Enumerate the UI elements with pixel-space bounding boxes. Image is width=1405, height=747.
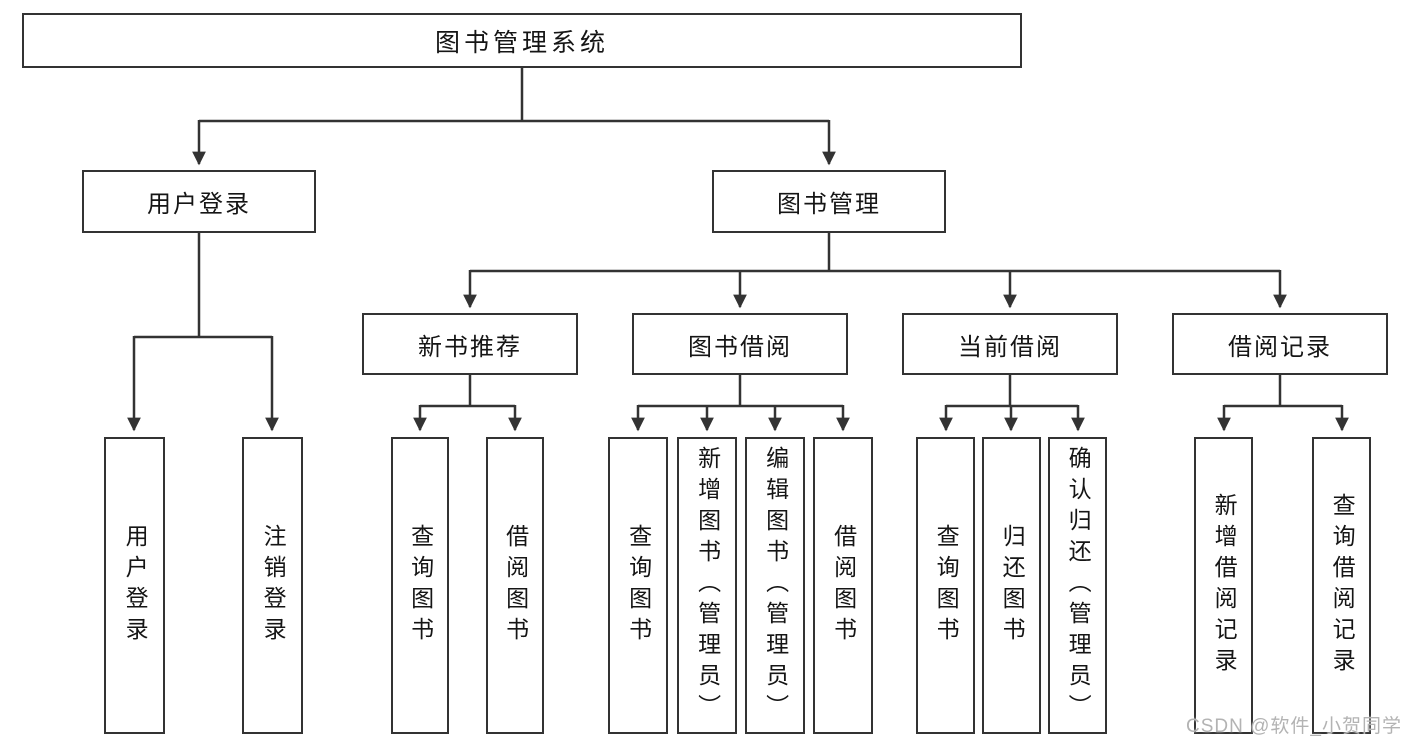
node-label: 图书管理 <box>777 191 881 218</box>
node-label: 注销登录 <box>260 523 287 648</box>
node-label: 查询借阅记录 <box>1329 492 1356 679</box>
node-label: 归还图书 <box>999 523 1026 648</box>
leaf-bb-add-books-admin: 新增图书（管理员） <box>677 437 737 734</box>
node-label: 新增图书（管理员） <box>694 446 721 725</box>
node-user-login-group: 用户登录 <box>82 170 316 233</box>
node-label: 查询图书 <box>625 523 652 648</box>
leaf-logout: 注销登录 <box>242 437 303 734</box>
leaf-nbr-borrow-books: 借阅图书 <box>486 437 544 734</box>
node-library-management-system: 图书管理系统 <box>22 13 1022 68</box>
csdn-watermark: CSDN @软件_小贺同学 <box>1186 716 1402 737</box>
node-label: 图书管理系统 <box>434 28 609 57</box>
node-label: 借阅图书 <box>502 523 529 648</box>
leaf-br-add-record: 新增借阅记录 <box>1194 437 1253 734</box>
node-label: 新书推荐 <box>418 333 522 361</box>
leaf-bb-edit-books-admin: 编辑图书（管理员） <box>745 437 805 734</box>
node-label: 用户登录 <box>122 523 149 648</box>
leaf-bb-query-books: 查询图书 <box>608 437 668 734</box>
node-label: 图书借阅 <box>688 333 792 361</box>
leaf-bb-borrow-books: 借阅图书 <box>813 437 873 734</box>
node-label: 新增借阅记录 <box>1211 492 1238 679</box>
node-label: 查询图书 <box>407 523 434 648</box>
leaf-cb-return-books: 归还图书 <box>982 437 1041 734</box>
leaf-cb-query-books: 查询图书 <box>916 437 975 734</box>
node-book-borrowing: 图书借阅 <box>632 313 848 375</box>
node-label: 查询图书 <box>933 523 960 648</box>
node-new-book-recommend: 新书推荐 <box>362 313 578 375</box>
node-label: 当前借阅 <box>958 333 1062 361</box>
node-label: 用户登录 <box>147 191 251 218</box>
leaf-user-login: 用户登录 <box>104 437 165 734</box>
node-borrowing-records: 借阅记录 <box>1172 313 1388 375</box>
node-label: 编辑图书（管理员） <box>762 446 789 725</box>
node-label: 确认归还（管理员） <box>1065 446 1092 725</box>
leaf-nbr-query-books: 查询图书 <box>391 437 449 734</box>
leaf-cb-confirm-return-admin: 确认归还（管理员） <box>1048 437 1107 734</box>
node-label: 借阅记录 <box>1228 333 1332 361</box>
node-current-borrowing: 当前借阅 <box>902 313 1118 375</box>
leaf-br-query-record: 查询借阅记录 <box>1312 437 1371 734</box>
node-book-management-group: 图书管理 <box>712 170 946 233</box>
node-label: 借阅图书 <box>830 523 857 648</box>
